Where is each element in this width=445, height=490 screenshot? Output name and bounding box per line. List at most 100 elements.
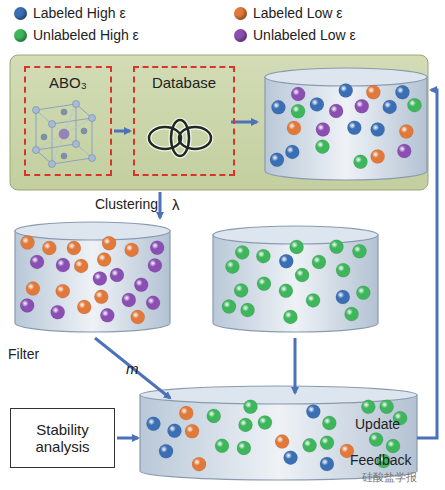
sample-ball [407, 98, 421, 112]
sample-ball [320, 457, 334, 471]
step-label: Filter [8, 346, 39, 362]
sample-ball [146, 417, 160, 431]
sample-ball [134, 278, 148, 292]
legend-swatch [14, 7, 27, 20]
sample-ball [56, 258, 70, 272]
sample-ball [179, 406, 193, 420]
sample-ball [243, 400, 257, 414]
sample-ball [77, 300, 91, 314]
sample-ball [295, 268, 309, 282]
sample-ball [395, 85, 409, 99]
connector-arrow [114, 130, 130, 133]
flow-arrow [95, 338, 170, 398]
step-label: Clustering [95, 196, 158, 212]
node-text: Stability analysis [15, 421, 110, 455]
sample-ball [320, 436, 334, 450]
legend-swatch [234, 7, 247, 20]
sample-ball [97, 253, 111, 267]
sample-ball [371, 149, 385, 163]
sample-ball [386, 439, 400, 453]
cylinder-body [140, 395, 417, 480]
sample-ball [285, 145, 299, 159]
sample-ball [361, 400, 375, 414]
flow-arrow [117, 437, 138, 440]
sample-ball [355, 99, 369, 113]
sample-ball [122, 293, 136, 307]
panel [10, 55, 428, 190]
sample-ball [366, 85, 380, 99]
sample-ball [306, 404, 320, 418]
sample-ball [345, 307, 359, 321]
sample-ball [237, 441, 251, 455]
sample-ball [222, 300, 236, 314]
sample-ball [339, 84, 353, 98]
sample-ball [399, 124, 413, 138]
sample-ball [369, 433, 383, 447]
sample-ball [291, 104, 305, 118]
sample-ball [275, 435, 289, 449]
sample-ball [312, 255, 326, 269]
sample-ball [192, 457, 206, 471]
sample-ball [316, 122, 330, 136]
sample-ball [110, 268, 124, 282]
sample-ball [329, 240, 343, 254]
flow-arrow [159, 192, 162, 218]
sample-ball [74, 259, 88, 273]
watermark: 硅酸盐学报 [362, 470, 417, 485]
sample-ball [234, 283, 248, 297]
sample-ball [279, 284, 293, 298]
parameter-symbol: m [126, 360, 139, 377]
cylinder-top [15, 222, 170, 240]
sample-ball [235, 245, 249, 259]
sample-ball [279, 254, 293, 268]
sample-ball [380, 400, 394, 414]
sample-ball [100, 308, 114, 322]
database-icon [149, 120, 211, 156]
sample-ball [56, 284, 70, 298]
flow-arrow [294, 338, 297, 393]
sample-ball [291, 87, 305, 101]
cylinder-body [213, 235, 378, 332]
sample-ball [310, 97, 324, 111]
dashed-box: Database [133, 66, 235, 176]
legend-text: Unlabeled Low ε [253, 27, 356, 43]
sample-ball [315, 140, 329, 154]
sample-ball [146, 296, 160, 310]
sample-ball [329, 104, 343, 118]
sample-ball [215, 439, 229, 453]
sample-ball [306, 293, 320, 307]
sample-ball [353, 155, 367, 169]
legend-text: Unlabeled High ε [33, 27, 139, 43]
sample-ball [284, 451, 298, 465]
sample-ball [322, 416, 336, 430]
legend-entry: Labeled Low ε [234, 5, 343, 21]
sample-ball [371, 123, 385, 137]
feedback-line [417, 90, 437, 438]
sample-ball [125, 243, 139, 257]
sample-ball [20, 299, 34, 313]
sample-ball [94, 290, 108, 304]
sample-ball [148, 258, 162, 272]
legend-text: Labeled Low ε [253, 5, 343, 21]
sample-ball [51, 305, 65, 319]
sample-ball [30, 255, 44, 269]
legend-swatch [234, 29, 247, 42]
sample-ball [26, 282, 40, 296]
sample-ball [283, 310, 297, 324]
sample-ball [397, 144, 411, 158]
sample-ball [257, 277, 271, 291]
cylinder-top [140, 386, 417, 404]
sample-ball [271, 100, 285, 114]
sample-ball [303, 438, 317, 452]
step-label: Feedback [350, 452, 411, 468]
sample-ball [258, 416, 272, 430]
sample-ball [150, 241, 164, 255]
sample-ball [336, 290, 350, 304]
sample-ball [241, 303, 255, 317]
node-text: Database [135, 74, 233, 91]
sample-ball [347, 121, 361, 135]
sample-ball [336, 263, 350, 277]
sample-ball [21, 235, 35, 249]
sample-ball [42, 241, 56, 255]
legend-swatch [14, 29, 27, 42]
